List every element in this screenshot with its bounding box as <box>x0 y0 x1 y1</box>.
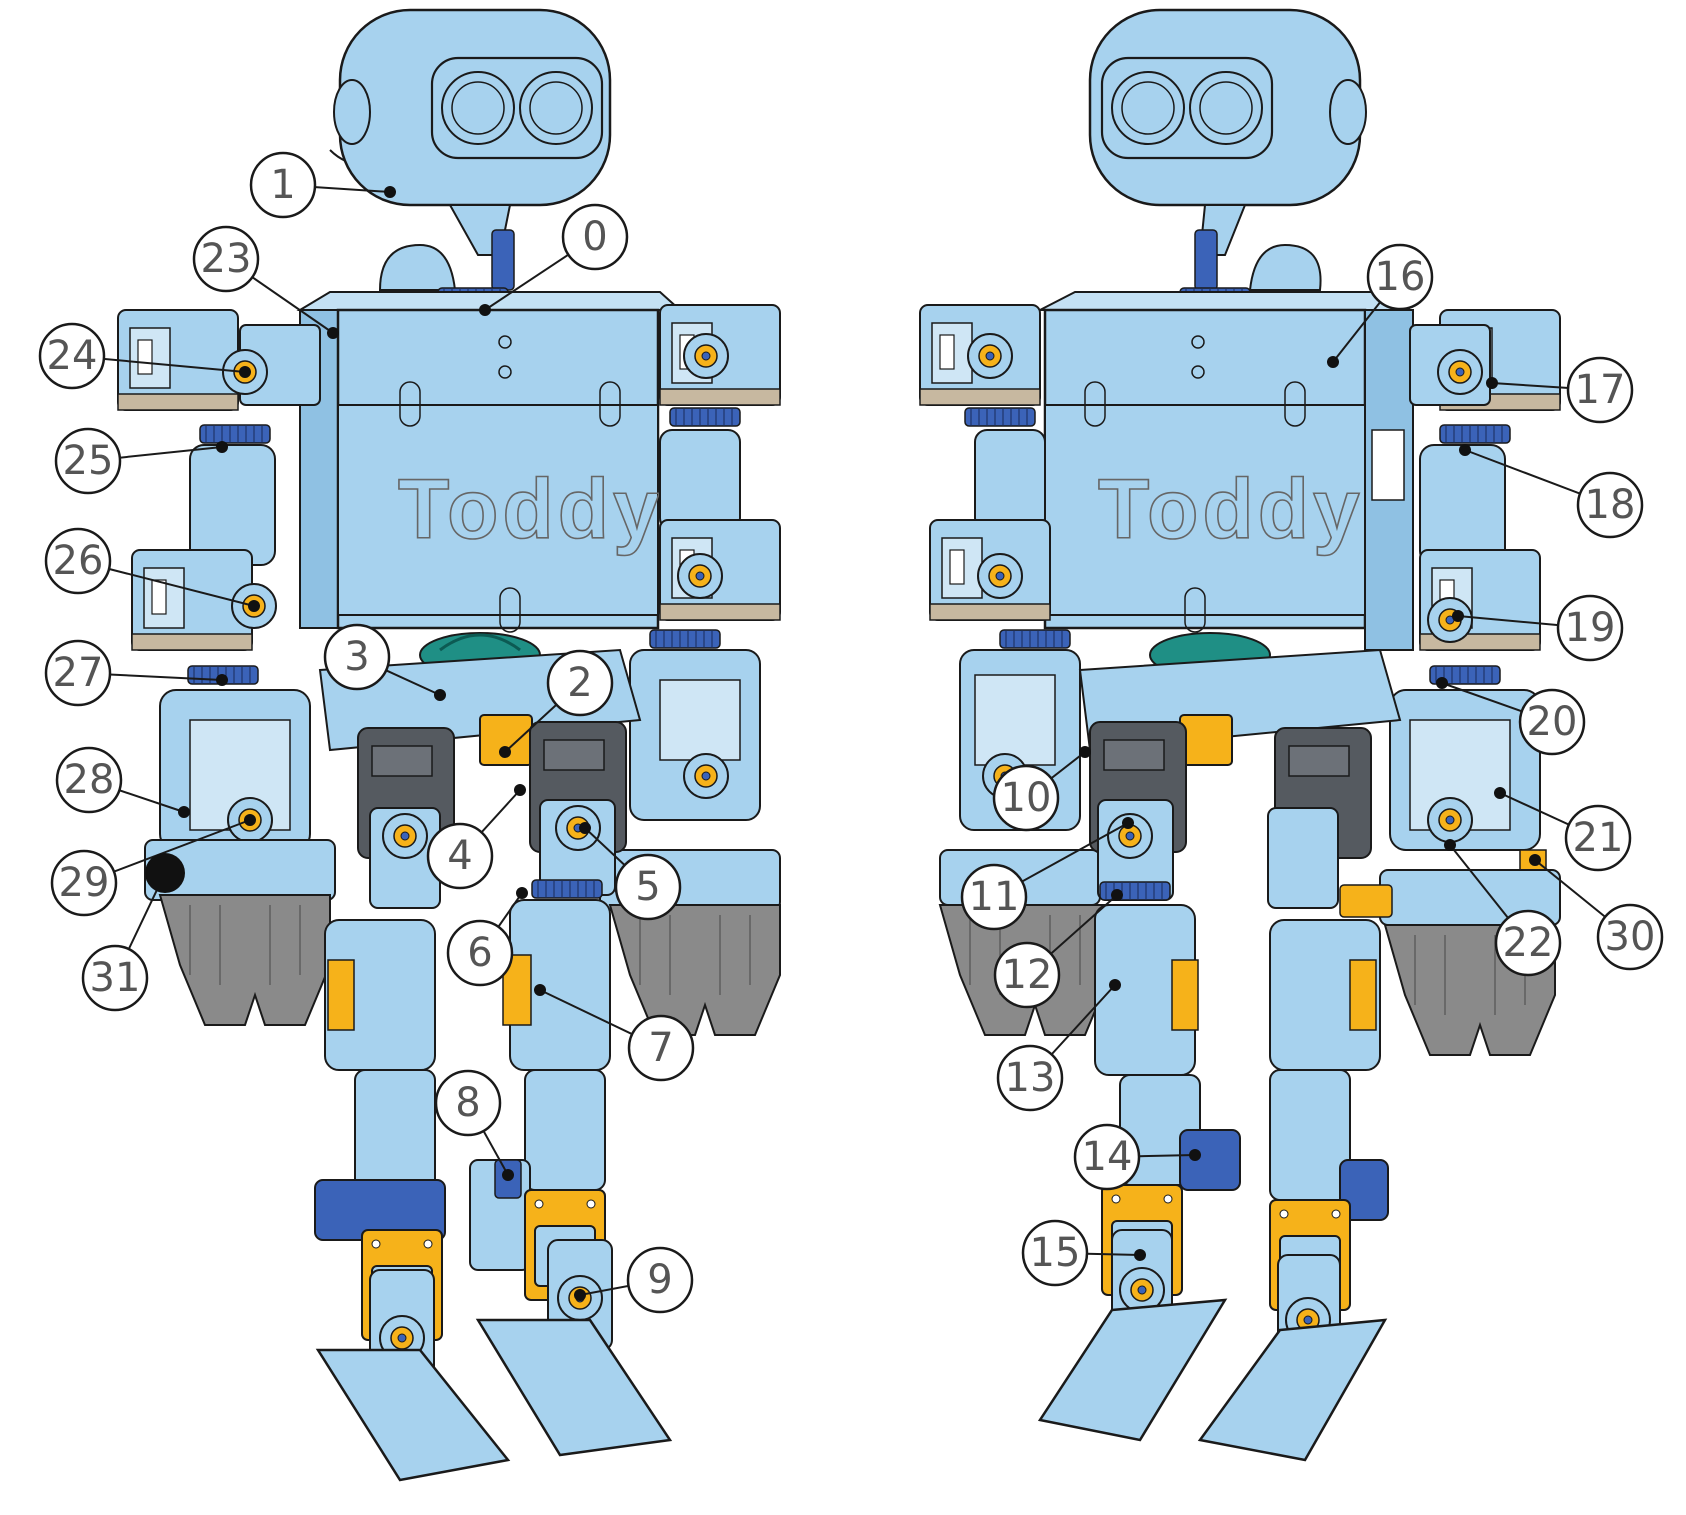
callout-23-label: 23 <box>201 236 252 282</box>
callout-14-label: 14 <box>1082 1134 1133 1180</box>
callout-3-label: 3 <box>344 634 369 680</box>
callout-9: 9 <box>574 1246 694 1314</box>
right-arm-front <box>117 309 336 1026</box>
callout-22: 22 <box>1444 839 1562 977</box>
callout-13: 13 <box>996 979 1121 1112</box>
callout-14: 14 <box>1073 1123 1201 1191</box>
callout-7-label: 7 <box>648 1025 673 1071</box>
callout-21: 21 <box>1494 787 1632 872</box>
head <box>329 8 612 207</box>
callout-12-label: 12 <box>1002 952 1053 998</box>
callout-17-label: 17 <box>1575 367 1626 413</box>
left-leg-back <box>1197 807 1393 1462</box>
callout-30-label: 30 <box>1605 914 1656 960</box>
callout-19: 19 <box>1452 594 1624 662</box>
callout-19-label: 19 <box>1565 605 1616 651</box>
callout-4: 4 <box>426 784 526 890</box>
callout-21-label: 21 <box>1573 815 1624 861</box>
neck-back <box>1179 204 1322 307</box>
callout-20-label: 20 <box>1527 699 1578 745</box>
neck <box>378 204 515 307</box>
callout-18: 18 <box>1459 444 1644 539</box>
callout-25-label: 25 <box>63 438 114 484</box>
callouts: 0 1 2 3 4 5 <box>38 151 1664 1314</box>
hips-back <box>1078 632 1402 859</box>
torso: Toddy <box>296 291 683 633</box>
front-view: Toddy <box>117 8 781 1482</box>
callout-31: 31 <box>81 853 185 1012</box>
back-view: Toddy <box>919 8 1561 1462</box>
callout-24: 24 <box>38 322 251 390</box>
brand-label: Toddy <box>398 462 664 556</box>
callout-9-label: 9 <box>647 1257 672 1303</box>
callout-16-label: 16 <box>1375 254 1426 300</box>
callout-31-label: 31 <box>90 955 141 1001</box>
callout-1: 1 <box>249 151 396 219</box>
callout-6-label: 6 <box>467 930 492 976</box>
head-back <box>1088 8 1367 207</box>
callout-26: 26 <box>44 527 260 612</box>
callout-28-label: 28 <box>64 757 115 803</box>
callout-8-label: 8 <box>455 1080 480 1126</box>
callout-26-label: 26 <box>53 538 104 584</box>
callout-2-label: 2 <box>567 660 592 706</box>
callout-5: 5 <box>579 822 682 921</box>
callout-0-label: 0 <box>582 214 607 260</box>
callout-29: 29 <box>50 814 256 917</box>
right-leg-back <box>1037 799 1241 1442</box>
callout-15-label: 15 <box>1030 1230 1081 1276</box>
torso-back: Toddy <box>1039 291 1414 651</box>
callout-22-label: 22 <box>1503 920 1554 966</box>
left-leg-front <box>469 799 673 1457</box>
right-leg-front <box>314 807 511 1482</box>
callout-13-label: 13 <box>1005 1055 1056 1101</box>
callout-27-label: 27 <box>53 650 104 696</box>
callout-7: 7 <box>534 984 695 1082</box>
brand-label-back: Toddy <box>1098 462 1364 556</box>
callout-20: 20 <box>1436 677 1586 756</box>
callout-0: 0 <box>479 203 629 316</box>
callout-28: 28 <box>55 746 190 818</box>
callout-10-label: 10 <box>1001 775 1052 821</box>
callout-1-label: 1 <box>270 162 295 208</box>
callout-23: 23 <box>192 225 339 339</box>
callout-2: 2 <box>499 649 614 758</box>
callout-8: 8 <box>434 1069 514 1181</box>
callout-12: 12 <box>993 889 1123 1009</box>
callout-17: 17 <box>1486 356 1634 424</box>
callout-6: 6 <box>446 887 528 987</box>
callout-5-label: 5 <box>635 864 660 910</box>
callout-10: 10 <box>992 746 1091 832</box>
callout-18-label: 18 <box>1585 482 1636 528</box>
callout-29-label: 29 <box>59 860 110 906</box>
callout-24-label: 24 <box>47 333 98 379</box>
callout-11: 11 <box>960 817 1134 931</box>
callout-4-label: 4 <box>447 833 472 879</box>
callout-30: 30 <box>1529 854 1664 971</box>
callout-15: 15 <box>1021 1219 1146 1287</box>
callout-16: 16 <box>1327 243 1434 368</box>
callout-25: 25 <box>54 427 228 495</box>
callout-3: 3 <box>323 623 446 701</box>
callout-27: 27 <box>44 639 228 707</box>
callout-11-label: 11 <box>969 874 1020 920</box>
